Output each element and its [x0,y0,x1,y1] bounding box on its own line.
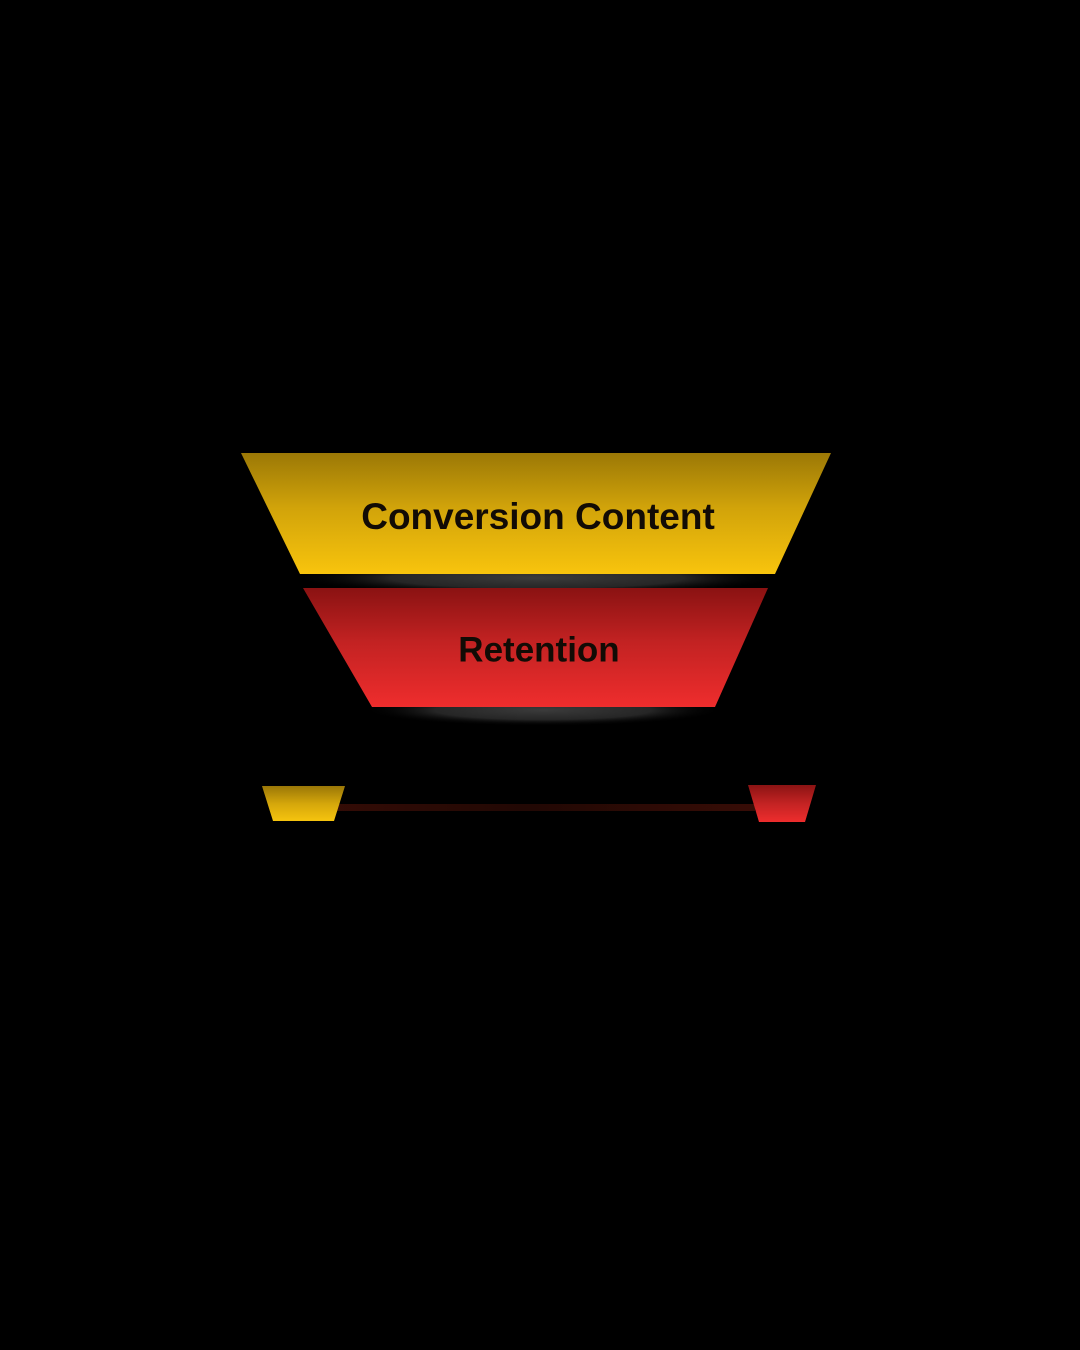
stage-1-shape [241,453,831,574]
stage-2-shape [303,588,768,707]
legend-swatch-gold [262,786,345,821]
legend-swatch-red [748,785,816,822]
legend-item-1[interactable] [262,786,345,821]
funnel-stage-conversion-content[interactable]: Conversion Content [241,453,831,574]
funnel-stage-retention[interactable]: Retention [303,588,768,707]
stage-2-label: Retention [458,630,619,669]
stage-1-label: Conversion Content [361,496,715,537]
legend-connector-band [300,804,755,811]
legend-item-2[interactable] [748,785,816,822]
